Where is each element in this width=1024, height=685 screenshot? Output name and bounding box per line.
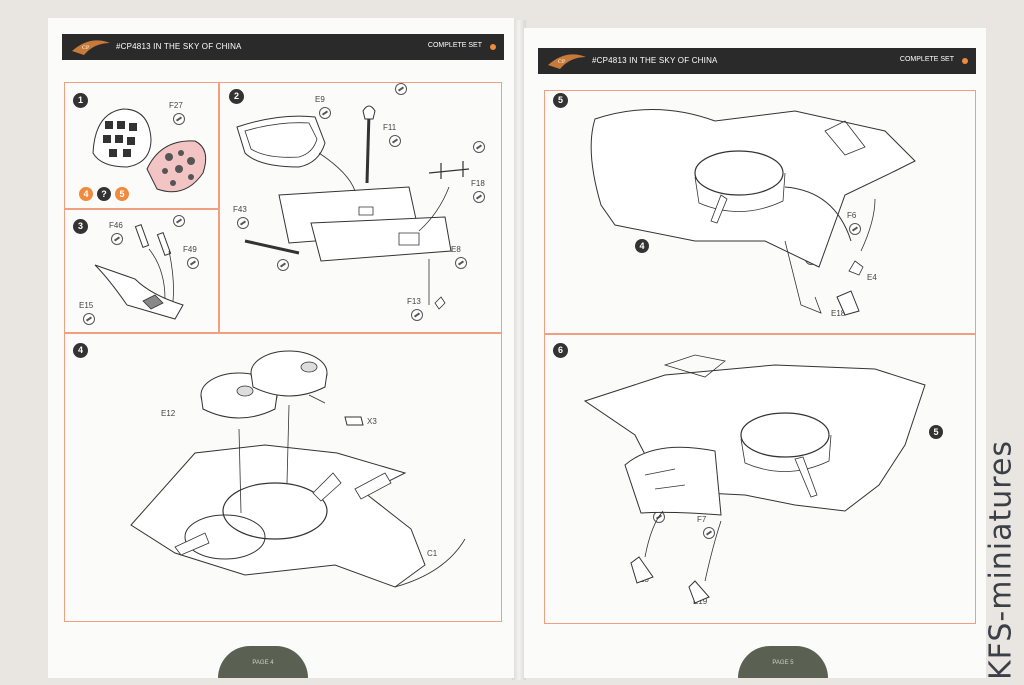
- color-badge: 5: [115, 187, 129, 201]
- page-footer-tab: PAGE 5: [738, 646, 828, 678]
- fuselage-cockpit-drawing: [545, 91, 975, 333]
- part-label: F11: [383, 123, 397, 132]
- step-1-panel: 1 F27 4 ? 5: [64, 82, 220, 210]
- part-label: F43: [233, 205, 247, 214]
- part-label: E4: [867, 273, 877, 282]
- sprue-icon: [473, 191, 485, 203]
- instruction-page-right: CP #CP4813 IN THE SKY OF CHINA COMPLETE …: [524, 28, 986, 678]
- part-label: C1: [427, 549, 438, 558]
- watermark: KFS-miniatures: [983, 439, 1019, 681]
- kit-code: #CP4813 IN THE SKY OF CHINA: [116, 42, 242, 51]
- step-6-panel: 6 5 F1 E5 F7 E19: [544, 334, 976, 624]
- part-label: F6: [847, 211, 857, 220]
- part-label: F49: [183, 245, 197, 254]
- step-5-panel: 5 4 F6 E4 F8 E18: [544, 90, 976, 334]
- part-label: F46: [109, 221, 123, 230]
- pedals-drawing: [65, 209, 219, 333]
- page-footer-tab: PAGE 4: [218, 646, 308, 678]
- step-2-panel: 2 E9 F11 F18 F43 E8 F13: [218, 82, 502, 334]
- sprue-icon: [173, 215, 185, 227]
- page-header: CP #CP4813 IN THE SKY OF CHINA COMPLETE …: [62, 34, 504, 60]
- sprue-icon: [83, 313, 95, 325]
- svg-text:CP: CP: [558, 59, 566, 65]
- step-number: 2: [229, 89, 244, 104]
- sprue-icon: [473, 141, 485, 153]
- sprue-icon: [237, 217, 249, 229]
- kit-code: #CP4813 IN THE SKY OF CHINA: [592, 56, 718, 65]
- step-number: 5: [553, 93, 568, 108]
- sprue-icon: [395, 83, 407, 95]
- page-label: PAGE 4: [252, 660, 274, 666]
- page-gutter: [512, 20, 526, 680]
- watermark-text: KFS-miniatures: [983, 439, 1019, 681]
- part-label: F27: [169, 101, 183, 110]
- sprue-icon: [173, 113, 185, 125]
- sprue-icon: [111, 233, 123, 245]
- set-name: COMPLETE SET: [899, 56, 954, 63]
- header-dot-icon: [962, 58, 968, 64]
- svg-text:CP: CP: [82, 45, 90, 51]
- cockpit-tub-drawing: [65, 333, 501, 621]
- part-label: F18: [471, 179, 485, 188]
- step-3-panel: 3 F46 F49 E15: [64, 208, 220, 334]
- sprue-icon: [389, 135, 401, 147]
- part-label: F7: [697, 515, 707, 524]
- sprue-icon: [455, 257, 467, 269]
- part-label: E15: [79, 301, 94, 310]
- instrument-panel-drawing: [65, 83, 219, 209]
- brand-logo-icon: CP: [72, 40, 110, 55]
- sprue-icon: [187, 257, 199, 269]
- reference-badge: 5: [929, 425, 943, 439]
- seat-floor-drawing: [219, 83, 501, 333]
- part-label: X3: [367, 417, 377, 426]
- sprue-icon: [703, 527, 715, 539]
- brand-logo-icon: CP: [548, 54, 586, 69]
- part-label: E18: [831, 309, 846, 318]
- sprue-icon: [319, 107, 331, 119]
- sprue-icon: [411, 309, 423, 321]
- sprue-icon: [849, 223, 861, 235]
- part-label: E19: [693, 597, 708, 606]
- step-4-panel: 4 E12 X3 C1: [64, 332, 502, 622]
- color-badge: 4: [79, 187, 93, 201]
- part-label: E8: [451, 245, 461, 254]
- step-number: 1: [73, 93, 88, 108]
- part-label: F13: [407, 297, 421, 306]
- step-number: 3: [73, 219, 88, 234]
- sprue-icon: [277, 259, 289, 271]
- header-dot-icon: [490, 44, 496, 50]
- page-label: PAGE 5: [772, 660, 794, 666]
- color-badge: ?: [97, 187, 111, 201]
- part-label: E9: [315, 95, 325, 104]
- reference-badge: 4: [635, 239, 649, 253]
- part-label: E12: [161, 409, 176, 418]
- fuselage-cockpit-drawing: [545, 335, 975, 623]
- step-number: 4: [73, 343, 88, 358]
- page-header: CP #CP4813 IN THE SKY OF CHINA COMPLETE …: [538, 48, 976, 74]
- step-number: 6: [553, 343, 568, 358]
- instruction-page-left: CP #CP4813 IN THE SKY OF CHINA COMPLETE …: [48, 18, 514, 678]
- set-name: COMPLETE SET: [427, 42, 482, 49]
